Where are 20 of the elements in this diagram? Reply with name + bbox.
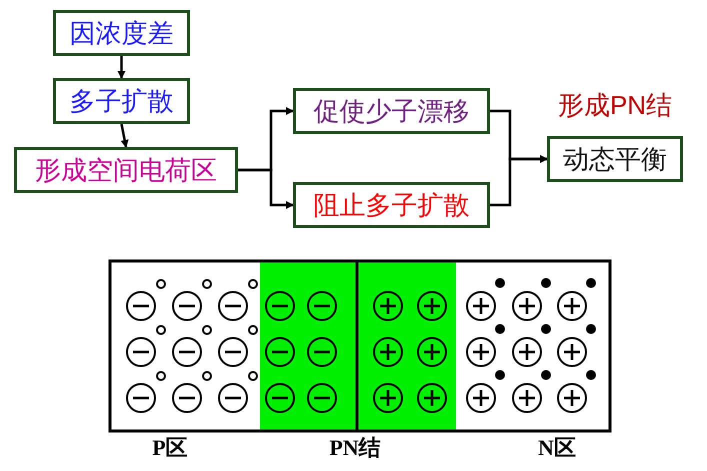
process-box bbox=[293, 182, 490, 228]
process-box bbox=[53, 10, 190, 56]
box-label: 促使少子漂移 bbox=[314, 98, 470, 124]
region-label: N区 bbox=[538, 437, 576, 459]
process-box bbox=[547, 136, 683, 182]
arrow bbox=[118, 56, 126, 79]
region-label: P区 bbox=[152, 437, 188, 459]
arrow bbox=[238, 168, 294, 209]
box-label: 形成空间电荷区 bbox=[35, 157, 217, 183]
arrow bbox=[490, 155, 548, 206]
caption-text: 形成PN结 bbox=[556, 92, 674, 118]
arrow bbox=[120, 124, 129, 148]
box-label: 动态平衡 bbox=[563, 146, 667, 172]
box-label: 因浓度差 bbox=[70, 20, 174, 46]
box-label: 多子扩散 bbox=[70, 88, 174, 114]
process-box bbox=[14, 147, 238, 193]
box-label: 阻止多子扩散 bbox=[314, 192, 470, 218]
process-box bbox=[53, 78, 190, 124]
process-box bbox=[293, 88, 490, 134]
region-label: PN结 bbox=[329, 437, 381, 459]
